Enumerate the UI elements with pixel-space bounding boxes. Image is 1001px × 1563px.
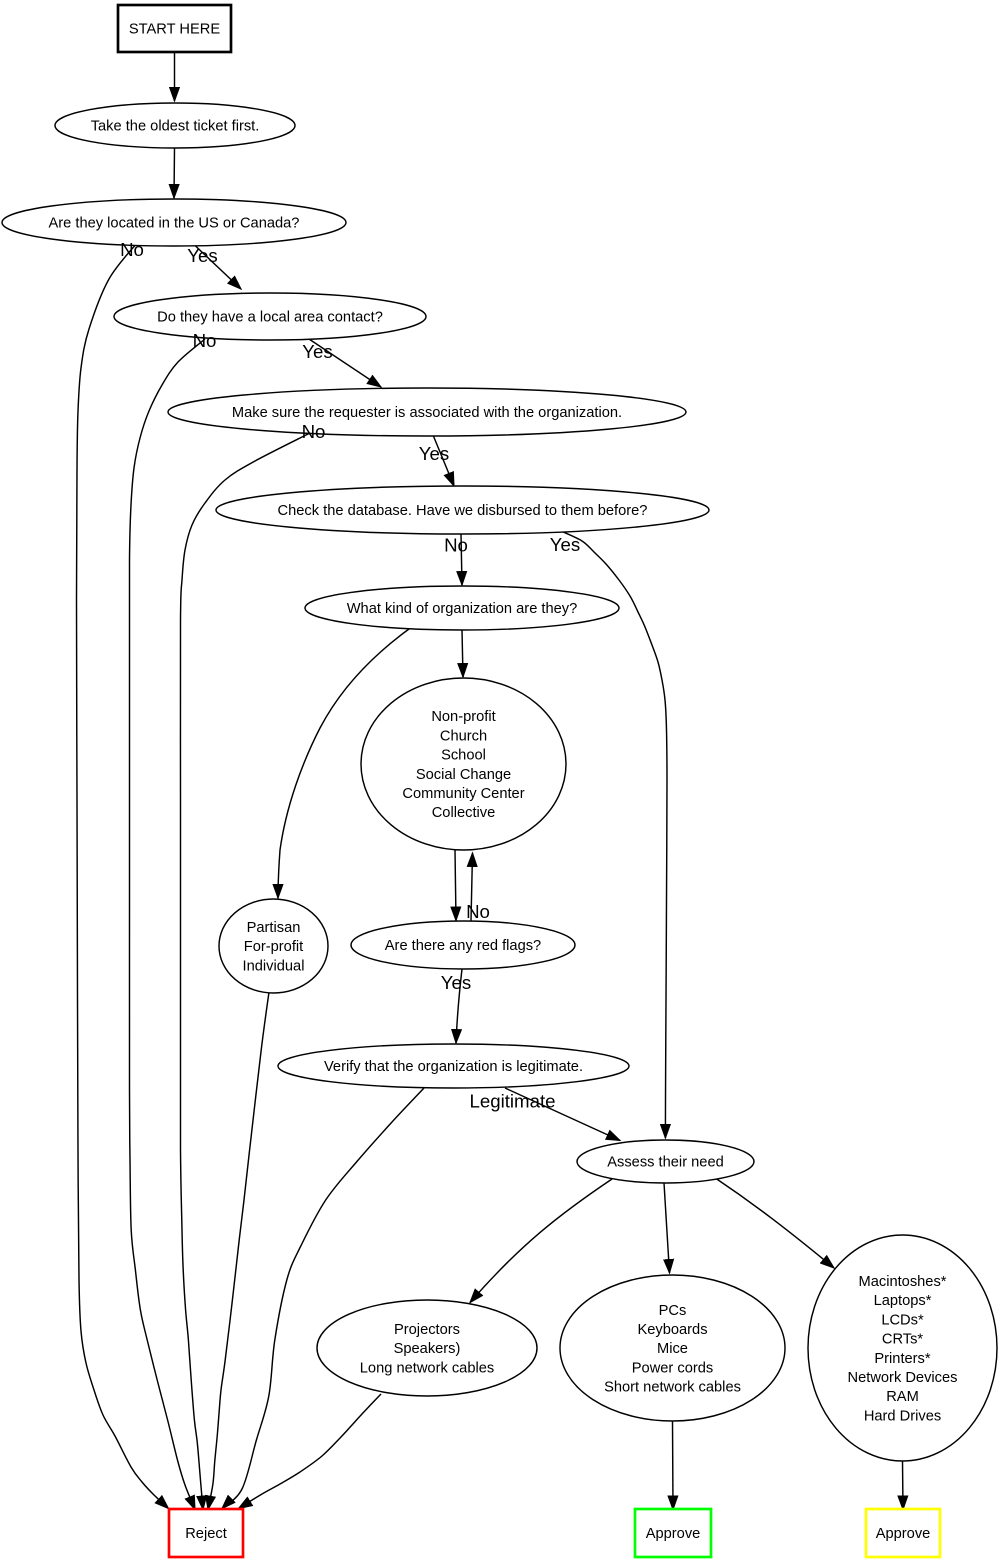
svg-text:No: No [466, 901, 490, 922]
svg-text:PCs: PCs [659, 1303, 687, 1319]
svg-text:Church: Church [440, 728, 487, 744]
svg-text:Network Devices: Network Devices [848, 1370, 958, 1386]
svg-text:Make sure the requester is ass: Make sure the requester is associated wi… [232, 405, 622, 421]
svg-text:Yes: Yes [550, 534, 580, 555]
svg-text:Reject: Reject [185, 1526, 227, 1542]
svg-text:Keyboards: Keyboards [637, 1322, 707, 1338]
svg-text:Short network cables: Short network cables [604, 1380, 741, 1396]
svg-text:Check the database. Have we di: Check the database. Have we disbursed to… [278, 503, 648, 519]
svg-text:Are there any red flags?: Are there any red flags? [385, 938, 541, 954]
svg-text:Yes: Yes [187, 245, 217, 266]
svg-text:Hard Drives: Hard Drives [864, 1408, 941, 1424]
svg-text:LCDs*: LCDs* [881, 1312, 924, 1328]
svg-text:Collective: Collective [432, 805, 496, 821]
svg-text:Printers*: Printers* [874, 1351, 930, 1367]
svg-text:What kind of organization are: What kind of organization are they? [347, 601, 578, 617]
svg-text:No: No [193, 330, 217, 351]
svg-text:Social Change: Social Change [416, 767, 511, 783]
svg-text:Macintoshes*: Macintoshes* [859, 1274, 947, 1290]
svg-text:Yes: Yes [302, 341, 332, 362]
svg-text:Long network cables: Long network cables [360, 1360, 494, 1376]
svg-text:RAM: RAM [886, 1389, 919, 1405]
svg-text:CRTs*: CRTs* [882, 1332, 924, 1348]
svg-text:START HERE: START HERE [129, 22, 220, 38]
svg-text:Are they located in the US or: Are they located in the US or Canada? [49, 216, 300, 232]
svg-text:Individual: Individual [243, 958, 305, 974]
svg-text:Community Center: Community Center [402, 786, 524, 802]
svg-text:Verify that the organization i: Verify that the organization is legitima… [324, 1059, 583, 1075]
svg-text:Mice: Mice [657, 1341, 688, 1357]
svg-text:Approve: Approve [876, 1526, 931, 1542]
svg-text:For-profit: For-profit [244, 939, 303, 955]
svg-text:Yes: Yes [419, 443, 449, 464]
svg-text:Laptops*: Laptops* [874, 1293, 932, 1309]
svg-text:School: School [441, 748, 486, 764]
svg-text:Assess their need: Assess their need [607, 1155, 724, 1171]
svg-text:Power cords: Power cords [632, 1360, 713, 1376]
svg-text:Approve: Approve [646, 1526, 701, 1542]
svg-text:Non-profit: Non-profit [431, 709, 495, 725]
svg-text:No: No [444, 535, 468, 556]
svg-text:No: No [302, 421, 326, 442]
svg-text:Yes: Yes [441, 972, 471, 993]
svg-text:Projectors: Projectors [394, 1322, 460, 1338]
svg-text:Legitimate: Legitimate [469, 1091, 555, 1112]
svg-text:Partisan: Partisan [247, 920, 301, 936]
svg-text:Speakers): Speakers) [394, 1341, 461, 1357]
svg-text:No: No [120, 239, 144, 260]
svg-text:Take the oldest ticket first.: Take the oldest ticket first. [91, 119, 260, 135]
svg-text:Do they have a local area cont: Do they have a local area contact? [157, 310, 383, 326]
